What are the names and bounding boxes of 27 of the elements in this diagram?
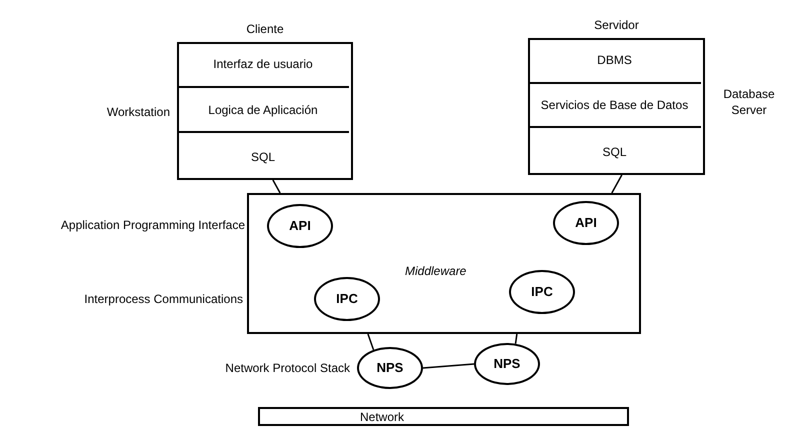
side-label: Database Server (722, 86, 776, 118)
connector-line (514, 334, 518, 344)
api-ellipse: API (553, 201, 619, 245)
layer-row: Servicios de Base de Datos (528, 84, 701, 128)
ipc-ellipse: IPC (509, 270, 575, 314)
side-label: Application Programming Interface (60, 217, 245, 233)
connector-line (272, 180, 281, 194)
stack-heading: Cliente (245, 21, 285, 38)
api-ellipse: API (267, 204, 333, 248)
layer-row: DBMS (528, 38, 701, 84)
layer-row: Logica de Aplicación (177, 88, 349, 133)
side-label: Interprocess Communications (83, 291, 243, 307)
connector-line (611, 174, 622, 194)
layer-row: Interfaz de usuario (177, 42, 349, 88)
ipc-ellipse: IPC (314, 277, 380, 321)
nps-ellipse: NPS (357, 347, 423, 389)
nps-ellipse: NPS (474, 343, 540, 385)
middleware-label: Middleware (405, 263, 466, 280)
network-bar: Network (258, 407, 629, 426)
layer-row: SQL (528, 128, 701, 175)
middleware-box (247, 193, 641, 334)
side-label: Workstation (106, 104, 170, 120)
connector-line (422, 363, 474, 369)
side-label: Network Protocol Stack (224, 360, 350, 376)
connector-line (367, 334, 374, 350)
layer-row: SQL (177, 133, 349, 180)
stack-heading: Servidor (593, 17, 640, 34)
